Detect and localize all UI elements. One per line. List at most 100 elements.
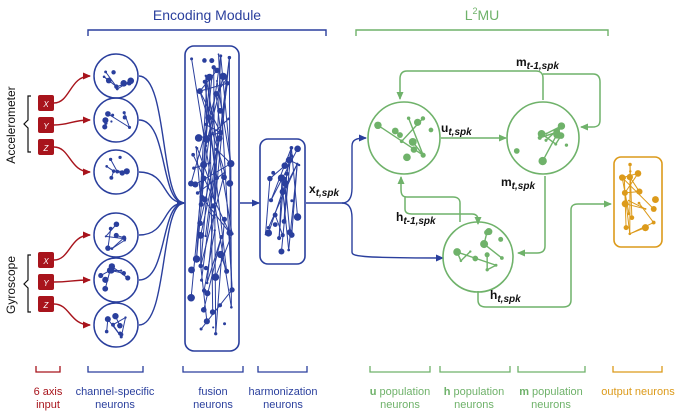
u-pop-neuron <box>403 153 411 162</box>
harmonization-synapse <box>270 147 292 201</box>
m-pop-neuron <box>537 130 546 138</box>
output-neuron <box>628 232 632 236</box>
output-neuron <box>627 212 631 216</box>
channel-circle-3-neuron <box>108 157 113 162</box>
fusion-neuron <box>225 80 230 86</box>
fusion-neuron <box>213 91 219 97</box>
fusion-synapse <box>203 230 216 291</box>
fusion-neuron <box>227 159 235 168</box>
channel-circle-3-neuron <box>123 168 130 175</box>
fusion-synapse <box>200 172 226 266</box>
m-to-h-arrow <box>517 176 546 257</box>
harmonization-neuron <box>281 180 289 187</box>
u-pop-neuron <box>408 137 417 146</box>
channel-circle-1-neuron <box>104 70 108 74</box>
harmonization-neuron <box>272 212 278 218</box>
channel-circle-1-neuron <box>127 77 135 85</box>
h-t-spk-label: ht,spk <box>490 288 521 305</box>
input-gyro-z-label: Z <box>43 301 50 310</box>
fusion-neuron <box>198 201 204 207</box>
channel-circle-3-synapse <box>110 159 118 172</box>
fusion-synapse <box>201 77 211 191</box>
fusion-neuron <box>196 88 203 95</box>
h-pop-neuron <box>472 255 479 262</box>
h-main: h <box>490 288 497 302</box>
channel-circle-6-neuron <box>124 316 127 319</box>
h-pop-rest: population <box>450 386 504 398</box>
fusion-neuron <box>203 122 207 126</box>
harmonization-synapse <box>274 214 284 236</box>
input-gyro-x: X <box>38 252 54 268</box>
input-arrows <box>53 72 91 329</box>
channel-circle-2-neuron <box>105 111 111 117</box>
fusion-neuron <box>224 268 230 274</box>
harmonization-neuron <box>279 188 287 195</box>
fusion-neuron <box>191 152 195 157</box>
channel-circle-5-neuron <box>102 276 109 283</box>
harmonization-neuron <box>284 171 289 176</box>
h-pop-bold: h <box>444 386 451 398</box>
fusion-neuron <box>225 78 228 81</box>
fusion-neuron <box>199 278 204 282</box>
fusion-neuron <box>217 107 224 114</box>
fusion-synapse <box>200 185 212 236</box>
harmonization-neuron <box>287 248 291 252</box>
input-label-2: input <box>36 399 60 411</box>
channel-label-1: channel-specific <box>76 386 155 398</box>
h-pop-neuron <box>484 229 490 236</box>
fusion-bracket <box>182 366 244 373</box>
channel-circle-2-neuron <box>127 125 132 129</box>
fusion-neuron <box>213 229 216 232</box>
channel-circle-4-neuron <box>104 235 107 238</box>
fusion-neuron <box>201 196 208 203</box>
u-pop-neuron <box>428 127 434 133</box>
encoding-module-title: Encoding Module <box>153 7 261 23</box>
m-pop-bracket <box>517 366 586 373</box>
input-gyro-z: Z <box>38 296 54 312</box>
channel-circle-5-neuron <box>102 285 109 292</box>
output-neuron <box>618 174 626 181</box>
fusion-neuron <box>210 78 213 80</box>
fusion-neuron <box>211 273 220 281</box>
channel-to-fusion-arrows <box>138 75 185 326</box>
fusion-neuron <box>188 266 195 274</box>
fusion-neuron <box>204 235 207 238</box>
fusion-neuron <box>199 327 203 331</box>
fusion-neuron <box>203 265 209 271</box>
fusion-synapse <box>199 70 218 92</box>
l2mu-connections <box>396 70 612 308</box>
fusion-synapse <box>218 83 228 139</box>
input-accel-z-label: Z <box>43 144 50 153</box>
fusion-neuron <box>210 203 216 209</box>
channel-circle-6-boundary <box>93 302 139 348</box>
channel-circle-3-neuron <box>118 155 122 160</box>
m-main: m <box>501 175 512 189</box>
input-gyro-y: Y <box>38 274 54 290</box>
channel-circle-3-neuron <box>109 175 114 180</box>
u-pop-neuron <box>420 116 426 121</box>
gyroscope-label: Gyroscope <box>4 256 18 314</box>
h-pop-neuron <box>485 268 489 272</box>
h-to-u-arrow <box>397 176 461 222</box>
u-pop-neuron <box>399 139 404 144</box>
channel-circle-3-neuron <box>105 164 108 168</box>
x-sub: t,spk <box>316 188 340 199</box>
output-neuron <box>628 162 632 167</box>
channel-circle-4-boundary <box>93 212 139 258</box>
m-pop-neuron <box>538 156 547 166</box>
output-network <box>618 162 659 236</box>
m-self-loop <box>543 73 601 131</box>
channel-circle-3-neuron <box>115 169 120 174</box>
m-pop-neuron <box>544 138 548 142</box>
fusion-neuron <box>227 117 230 121</box>
fusion-neuron <box>187 293 195 302</box>
fusion-label-1: fusion <box>198 386 227 398</box>
channel-circle-6-neuron <box>104 316 111 323</box>
fusion-neuron <box>214 175 220 181</box>
channel-circle-2-neuron <box>102 117 109 124</box>
h-recurrent-loop <box>404 197 482 225</box>
fusion-neuron <box>204 74 208 78</box>
harmonization-neuron <box>271 170 276 175</box>
output-neuron <box>641 224 649 232</box>
